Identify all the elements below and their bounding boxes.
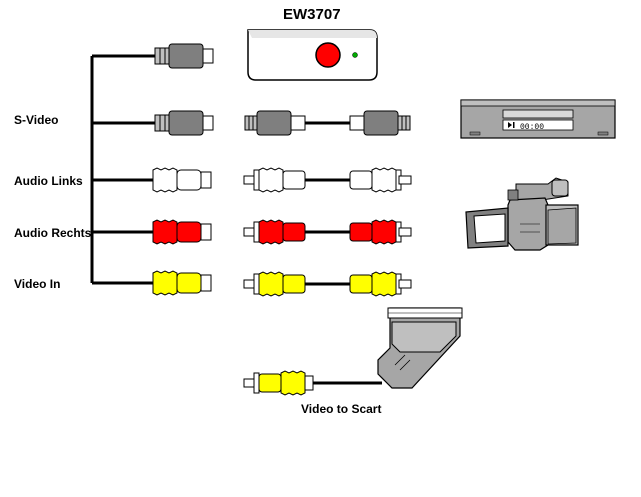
rca-cable-red [243,219,412,245]
harness-svideo-plug [154,110,214,136]
harness-rca-white [152,167,212,193]
device-title: EW3707 [283,6,341,23]
label-audio-left: Audio Links [14,174,83,188]
device-icon [247,29,378,81]
harness-rca-yellow [152,270,212,296]
device-record-led [315,42,341,68]
harness-cable [90,54,155,285]
harness-svideo-plug-top [154,43,214,69]
rca-cable-white [243,167,412,193]
camcorder-icon [465,177,579,251]
vcr-icon: 00:00 [460,99,616,139]
svideo-cable [244,110,411,136]
rca-cable-yellow [243,271,412,297]
scart-adapter-icon [243,307,463,396]
label-video-in: Video In [14,277,61,291]
label-svideo: S-Video [14,113,59,127]
harness-rca-red [152,219,212,245]
label-audio-right: Audio Rechts [14,226,92,240]
device-status-led [352,52,358,58]
label-video-to-scart: Video to Scart [301,402,382,416]
vcr-display: 00:00 [520,123,544,132]
